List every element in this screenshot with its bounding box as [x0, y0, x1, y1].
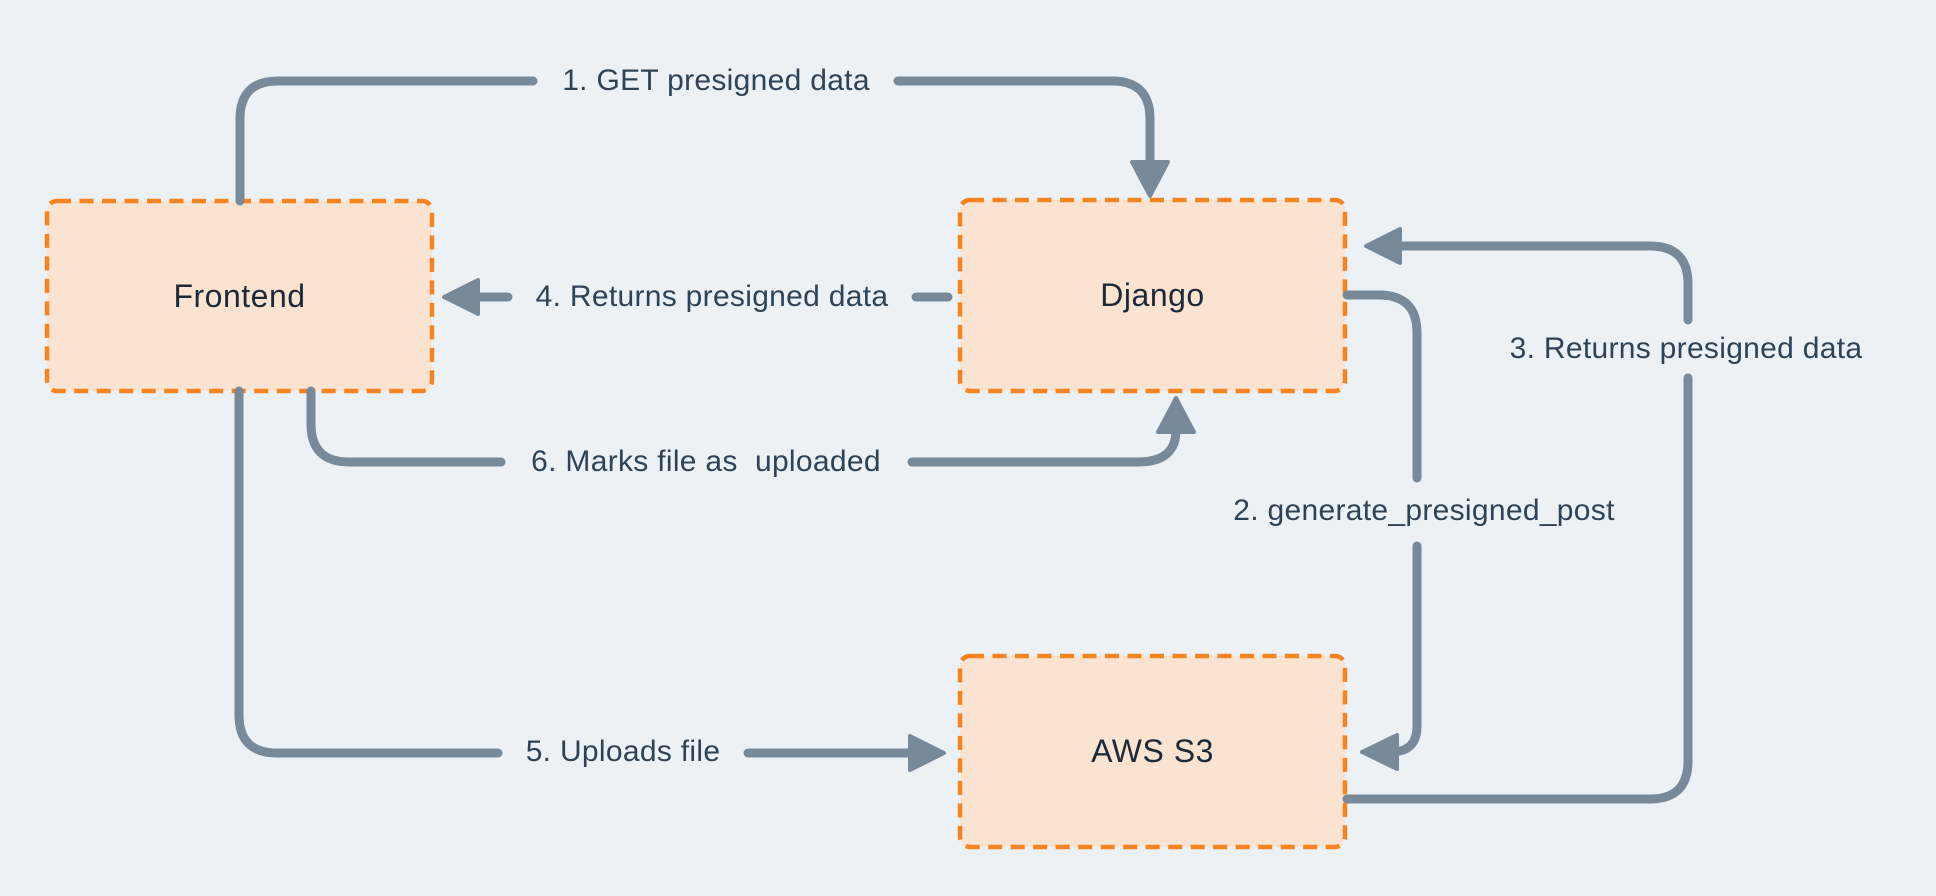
edge-5-segment-start: [234, 386, 503, 758]
node-django-shape: [957, 197, 1348, 394]
edge-1-get-presigned-data: [235, 76, 1170, 206]
node-aws-s3-shape: [957, 653, 1348, 850]
edge-4-returns-presigned-data: [442, 278, 953, 316]
edge-4-arrowhead-left-icon: [442, 278, 480, 316]
edge-6-segment-end: [907, 425, 1181, 467]
edge-3-segment-end: [1395, 241, 1693, 325]
edge-6-arrowhead-up-icon: [1156, 396, 1196, 434]
edge-5-uploads-file: [234, 386, 946, 772]
edge-label-1: 1. GET presigned data: [552, 61, 880, 101]
edge-1-arrowhead-down-icon: [1130, 160, 1170, 198]
edge-2-arrowhead-left-icon: [1360, 733, 1399, 771]
edge-5-arrowhead-right-icon: [908, 734, 946, 772]
edge-label-2: 2. generate_presigned_post: [1223, 491, 1625, 531]
edge-1-segment-end: [893, 76, 1155, 169]
node-django-label: Django: [1100, 277, 1205, 313]
edge-3-segment-start: [1342, 373, 1693, 804]
node-frontend-label: Frontend: [173, 277, 306, 314]
edge-1-segment-start: [235, 76, 538, 206]
edge-3-returns-presigned-data: [1342, 227, 1693, 804]
edge-6-segment-start: [306, 386, 506, 467]
node-aws-s3-label: AWS S3: [1091, 733, 1214, 769]
edge-2-generate-presigned-post: [1342, 290, 1422, 771]
edge-label-5: 5. Uploads file: [515, 732, 731, 772]
edge-label-4: 4. Returns presigned data: [525, 277, 899, 317]
edge-label-6: 6. Marks file as uploaded: [521, 442, 891, 482]
edge-label-3: 3. Returns presigned data: [1499, 329, 1873, 369]
edge-2-segment-start: [1342, 290, 1422, 483]
edge-6-marks-file-uploaded: [306, 386, 1196, 467]
edge-2-segment-end: [1386, 541, 1422, 757]
edge-3-arrowhead-left-icon: [1364, 227, 1402, 265]
